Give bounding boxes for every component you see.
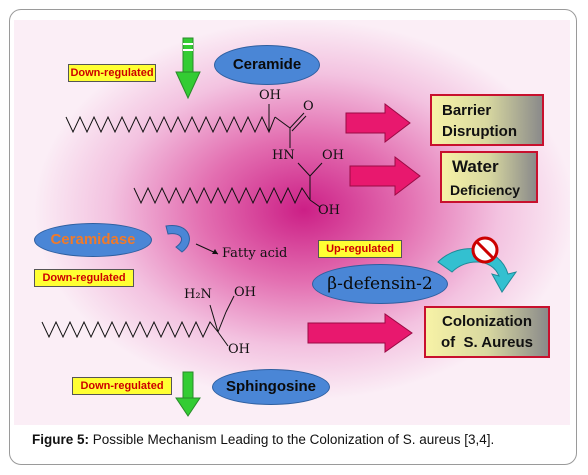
ceramide-bond-c-oh2	[309, 199, 321, 208]
down-regulated-tag: Down-regulated	[34, 269, 134, 287]
sphingosine-bond-n	[209, 304, 219, 333]
right-arrow-icon	[307, 313, 413, 353]
sphingosine-oh2-label: OH	[228, 342, 250, 357]
right-arrow-icon	[345, 102, 411, 144]
water-line1: Water	[452, 157, 499, 176]
water-line2: Deficiency	[450, 182, 521, 198]
colonization-line1: Colonization	[442, 313, 532, 330]
ceramide-oh-label: OH	[259, 88, 281, 103]
ceramide-hn-label: HN	[272, 148, 295, 163]
sphingosine-chain	[41, 320, 219, 339]
ceramide-o-label: O	[303, 99, 314, 114]
ceramide-bond-co3	[291, 115, 307, 132]
ceramide-oh-right-label: OH	[322, 148, 344, 163]
ceramide-ellipse: Ceramide	[214, 45, 320, 85]
ceramide-bond-co2	[289, 112, 305, 129]
sphingosine-oh1-label: OH	[234, 285, 256, 300]
sphingosine-bond-oh2	[217, 331, 229, 347]
colonization-box: Colonization of S. Aureus	[424, 306, 550, 358]
water-deficiency-box: Water Deficiency	[440, 151, 538, 203]
fatty-acid-arrowhead	[212, 249, 218, 254]
sphingosine-h2n-label: H₂N	[184, 287, 212, 302]
down-regulated-tag: Down-regulated	[68, 64, 156, 82]
barrier-disruption-box: Barrier Disruption	[430, 94, 544, 146]
figure-caption: Figure 5: Possible Mechanism Leading to …	[32, 432, 572, 447]
prohibition-icon	[471, 236, 499, 264]
sphingosine-ellipse: Sphingosine	[212, 369, 330, 405]
ceramide-bond-c-oh	[309, 162, 323, 177]
barrier-line2: Disruption	[442, 123, 517, 140]
fatty-acid-label: Fatty acid	[222, 246, 288, 261]
ceramide-chain-upper	[65, 115, 276, 134]
colonization-line2: of S. Aureus	[441, 334, 533, 351]
curved-arrow-icon	[437, 248, 518, 293]
ceramide-bond-co	[274, 116, 291, 129]
down-arrow-icon	[175, 371, 201, 417]
curved-arrow-icon	[165, 225, 190, 253]
ceramidase-ellipse: Ceramidase	[34, 223, 152, 257]
beta-defensin-ellipse: β-defensin-2	[312, 264, 448, 304]
ceramide-oh-bottom-label: OH	[318, 203, 340, 218]
up-regulated-tag: Up-regulated	[318, 240, 402, 258]
down-regulated-tag: Down-regulated	[72, 377, 172, 395]
caption-label: Figure 5:	[32, 432, 90, 447]
down-arrow-icon	[175, 37, 201, 100]
caption-text: Possible Mechanism Leading to the Coloni…	[89, 432, 495, 447]
sphingosine-bond-c	[217, 311, 227, 333]
right-arrow-icon	[349, 155, 421, 197]
barrier-line1: Barrier	[442, 102, 492, 119]
sphingosine-bond-oh1	[225, 295, 235, 313]
ceramide-bond-nc	[297, 162, 311, 177]
ceramide-chain-lower	[133, 186, 311, 205]
